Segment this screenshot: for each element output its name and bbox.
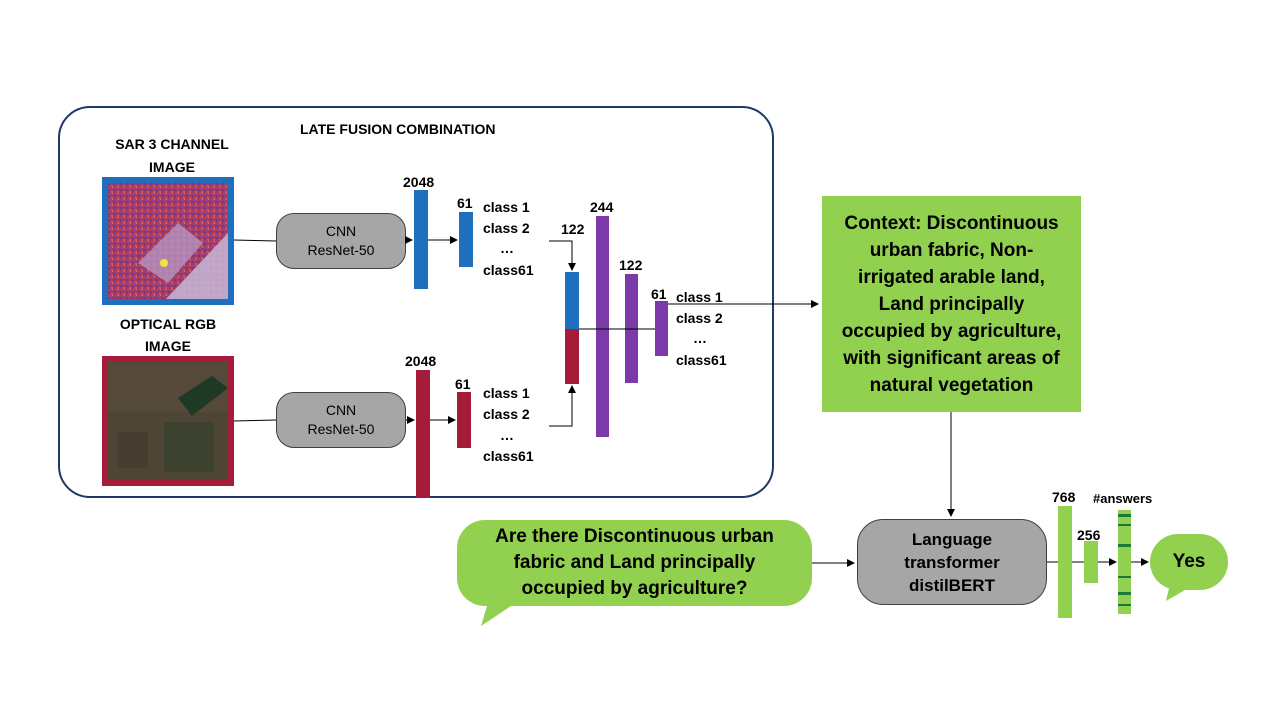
fused-61-bar: [655, 301, 668, 356]
language-line2: transformer: [904, 552, 1000, 572]
optical-image-graphic: [108, 362, 228, 480]
sar-to-concat-arrow: [549, 240, 576, 271]
fused-class-dots: …: [693, 330, 707, 346]
fused-61-label: 61: [651, 286, 667, 302]
fused-class-2: class 2: [676, 310, 723, 326]
optical-title-line2: IMAGE: [145, 338, 191, 354]
lang-768-label: 768: [1052, 489, 1076, 505]
fused-244-bar: [596, 216, 609, 437]
sar-cnn-model: ResNet-50: [307, 242, 375, 258]
sar-feature-61-bar: [459, 212, 473, 267]
answers-bar: [1118, 510, 1131, 614]
optical-cnn-label: CNN: [325, 402, 357, 418]
answers-bar-stripe: [1118, 544, 1131, 547]
optical-title-line1: OPTICAL RGB: [119, 316, 217, 332]
answers-label: #answers: [1093, 491, 1153, 506]
sar-class-1: class 1: [483, 199, 530, 215]
optical-cnn-box: CNN ResNet-50: [276, 392, 406, 448]
answers-bar-stripe: [1118, 592, 1131, 595]
fused-class-61: class61: [676, 352, 727, 368]
optical-to-cnn-line: [233, 419, 277, 422]
sar-to-cnn-line: [233, 239, 277, 242]
sar-image-graphic: [108, 183, 228, 299]
answer-text: Yes: [1172, 551, 1206, 572]
sar-class-61: class61: [483, 262, 534, 278]
sar-class-dots: …: [500, 240, 514, 256]
concat-optical-segment: [565, 329, 579, 384]
concat-122-label: 122: [561, 221, 585, 237]
answer-bubble: Yes: [1150, 534, 1228, 590]
optical-feature-2048-bar: [416, 370, 430, 498]
fusion-title: LATE FUSION COMBINATION: [300, 121, 496, 137]
language-transformer-box: Language transformer distilBERT: [857, 519, 1047, 605]
fused-122-label: 122: [619, 257, 643, 273]
optical-image: [102, 356, 234, 486]
language-line3: distilBERT: [909, 575, 995, 595]
optical-class-1: class 1: [483, 385, 530, 401]
optical-cnn-model: ResNet-50: [307, 421, 375, 437]
optical-61-label: 61: [455, 376, 471, 392]
fusion-line: [579, 304, 820, 329]
answers-bar-stripe: [1118, 604, 1131, 606]
answers-bar-stripe: [1118, 524, 1131, 526]
question-bubble: Are there Discontinuous urban fabric and…: [457, 520, 812, 606]
lang-256-bar: [1084, 541, 1098, 583]
fused-244-label: 244: [590, 199, 614, 215]
sar-cnn-box: CNN ResNet-50: [276, 213, 406, 269]
answers-bar-stripe: [1118, 576, 1131, 578]
concat-sar-segment: [565, 272, 579, 329]
sar-cnn-label: CNN: [325, 223, 357, 239]
context-text: Context: Discontinuous urban fabric, Non…: [841, 212, 1062, 396]
optical-to-concat-arrow: [549, 385, 576, 427]
context-box: Context: Discontinuous urban fabric, Non…: [822, 196, 1081, 412]
sar-2048-label: 2048: [403, 174, 435, 190]
lang-256-label: 256: [1077, 527, 1101, 543]
fused-class-1: class 1: [676, 289, 723, 305]
optical-2048-label: 2048: [405, 353, 437, 369]
optical-feature-61-bar: [457, 392, 471, 448]
optical-class-2: class 2: [483, 406, 530, 422]
optical-class-61: class61: [483, 448, 534, 464]
language-line1: Language: [911, 529, 993, 549]
lang-768-bar: [1058, 506, 1072, 618]
sar-title-line2: IMAGE: [149, 159, 195, 175]
sar-61-label: 61: [457, 195, 473, 211]
sar-image: [102, 177, 234, 305]
question-text: Are there Discontinuous urban fabric and…: [495, 526, 774, 599]
sar-feature-2048-bar: [414, 190, 428, 289]
sar-class-2: class 2: [483, 220, 530, 236]
sar-title-line1: SAR 3 CHANNEL: [115, 136, 229, 152]
optical-class-dots: …: [500, 427, 514, 443]
answers-bar-stripe: [1118, 514, 1131, 517]
